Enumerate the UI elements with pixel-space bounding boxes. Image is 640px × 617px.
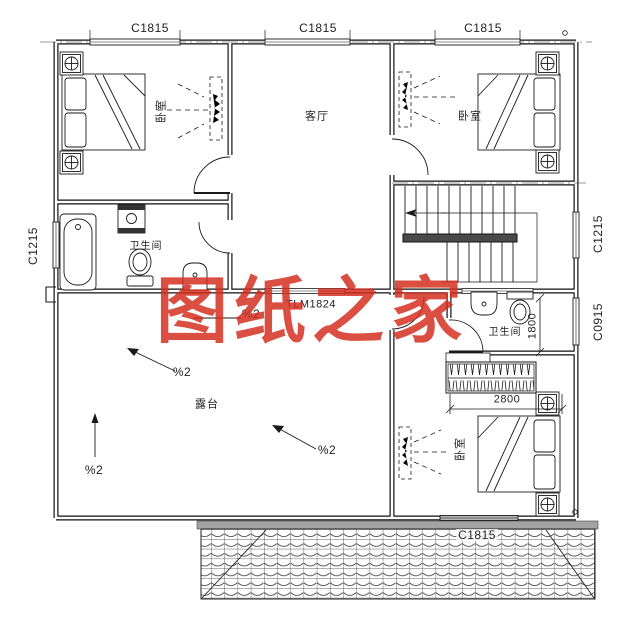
stair-direction-arrow <box>405 209 417 217</box>
room-label-bathroom-right: 卫生间 <box>488 327 522 338</box>
slope-label-3: %2 <box>84 463 104 477</box>
bath-partition-opening <box>461 288 534 294</box>
window-label-top-2: C1815 <box>299 21 337 35</box>
wardrobe <box>445 352 537 394</box>
door-arcs <box>193 138 484 353</box>
roof-overhang <box>196 520 599 600</box>
window-label-top-1: C1815 <box>131 21 169 35</box>
tv-bedroom-top-right <box>398 71 457 128</box>
staircase <box>402 186 538 283</box>
bed-top-right <box>477 73 561 151</box>
window-top-1 <box>89 38 181 46</box>
washing-machine <box>117 204 146 234</box>
window-label-left: C1215 <box>26 227 40 265</box>
tv-bedroom-bottom-right <box>398 426 448 480</box>
slope-label-1: %2 <box>241 307 261 321</box>
dimension-label-1800: 1800 <box>526 312 539 340</box>
room-label-bedroom-top-right: 卧室 <box>458 110 482 123</box>
room-label-living: 客厅 <box>305 110 329 123</box>
toilet-right <box>506 291 534 325</box>
door-label-tlm1824: TLM1824 <box>286 298 336 311</box>
slope-label-2: %2 <box>172 365 192 379</box>
bathtub <box>59 213 97 291</box>
window-label-right-lower: C0915 <box>591 303 605 341</box>
toilet-left <box>126 248 154 287</box>
bed-top-left <box>61 73 146 151</box>
window-label-bottom: C1815 <box>456 528 498 542</box>
sink-left <box>182 262 208 291</box>
dimension-label-2800: 2800 <box>493 393 521 406</box>
leader-dot-top <box>562 30 568 36</box>
door-bedroom-bottom-right <box>391 296 425 330</box>
window-bottom <box>439 515 519 521</box>
door-stair-hall <box>391 138 429 176</box>
window-top-3 <box>434 38 521 46</box>
slope-label-4: %2 <box>317 443 337 457</box>
room-label-bedroom-bottom-right: 卧室 <box>454 437 467 461</box>
dimension-1800 <box>535 293 545 357</box>
room-label-terrace: 露台 <box>195 398 219 411</box>
window-left <box>52 221 60 269</box>
dimension-2800 <box>445 394 567 414</box>
door-bedroom-top-left <box>193 156 231 194</box>
room-label-bedroom-top-left: 卧室 <box>155 99 168 123</box>
leader-dot-bottom <box>572 509 578 515</box>
window-right-upper <box>572 211 580 259</box>
window-label-right-upper: C1215 <box>591 215 605 253</box>
window-label-top-3: C1815 <box>464 21 502 35</box>
window-symbols <box>52 30 580 521</box>
sliding-door-opening <box>264 288 346 294</box>
terrace-step <box>45 286 56 303</box>
bed-bottom-right <box>477 415 561 493</box>
room-label-bathroom-left: 卫生间 <box>129 241 163 252</box>
door-bathroom-right <box>448 319 484 353</box>
window-right-lower <box>572 297 580 346</box>
door-bathroom-left <box>198 221 231 254</box>
window-top-2 <box>264 38 351 46</box>
extension-ticks <box>89 30 521 40</box>
sink-right <box>470 291 498 316</box>
slope-arrows <box>91 317 317 457</box>
tv-bedroom-top-left <box>158 76 223 141</box>
